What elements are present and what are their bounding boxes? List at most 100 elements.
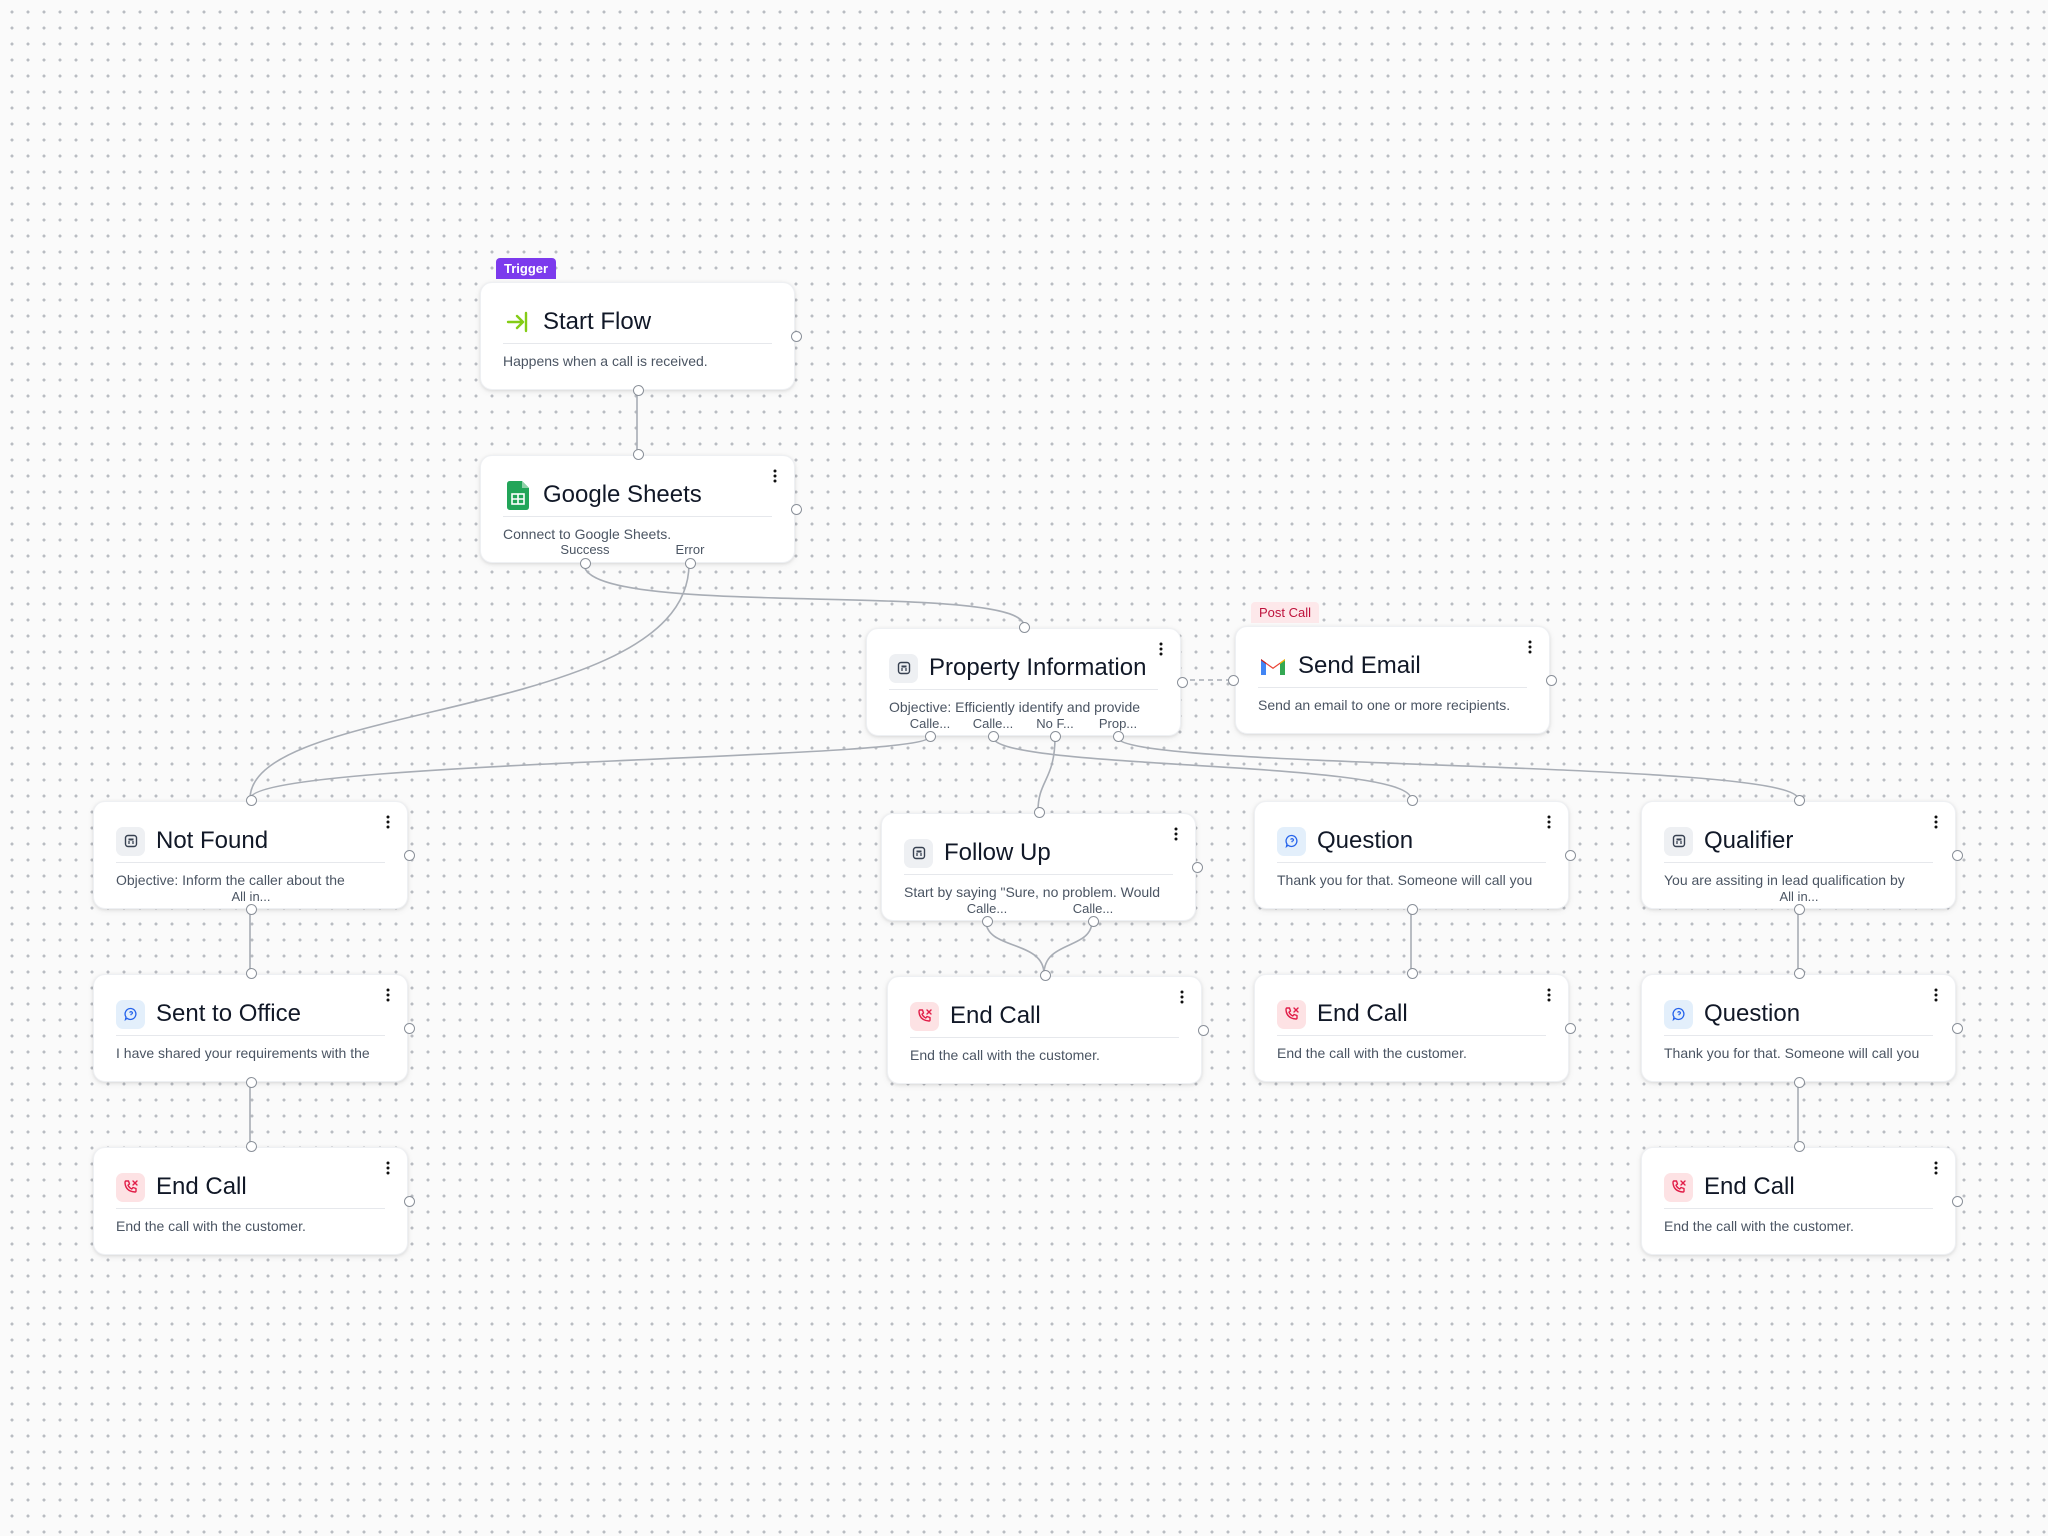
node-description: Connect to Google Sheets. — [503, 526, 672, 542]
output-handle[interactable] — [246, 1077, 257, 1088]
more-options-icon[interactable] — [1175, 987, 1189, 1007]
gmail-icon — [1258, 652, 1287, 681]
output-handle[interactable] — [1794, 1077, 1805, 1088]
node-end-call[interactable]: End Call End the call with the customer. — [887, 970, 1209, 1084]
more-options-icon[interactable] — [381, 812, 395, 832]
input-handle[interactable] — [1019, 622, 1030, 633]
node-google-sheets[interactable]: Google Sheets Connect to Google Sheets. … — [480, 449, 802, 569]
node-title: Follow Up — [944, 839, 1051, 866]
node-description: Happens when a call is received. — [503, 353, 708, 369]
more-options-icon[interactable] — [768, 466, 782, 486]
right-handle[interactable] — [1198, 1025, 1209, 1036]
input-handle[interactable] — [1040, 970, 1051, 981]
input-handle[interactable] — [1794, 795, 1805, 806]
output-handle-error[interactable] — [685, 558, 696, 569]
output-handle[interactable] — [246, 904, 257, 915]
node-title: Send Email — [1298, 652, 1421, 679]
objective-icon — [904, 838, 933, 868]
node-sent-to-office[interactable]: Sent to Office I have shared your requir… — [93, 968, 415, 1088]
objective-icon — [1664, 826, 1693, 856]
output-handle-success[interactable] — [580, 558, 591, 569]
node-end-call[interactable]: End Call End the call with the customer. — [93, 1141, 415, 1255]
right-handle[interactable] — [1565, 850, 1576, 861]
output-label: Calle... — [1072, 901, 1114, 916]
node-follow-up[interactable]: Follow Up Start by saying "Sure, no prob… — [881, 807, 1203, 927]
chat-icon — [1277, 826, 1306, 856]
output-handle[interactable] — [988, 731, 999, 742]
enter-icon — [503, 308, 532, 337]
node-description: Thank you for that. Someone will call yo… — [1664, 1045, 1920, 1061]
node-start-flow[interactable]: Start Flow Happens when a call is receiv… — [480, 282, 802, 396]
more-options-icon[interactable] — [381, 1158, 395, 1178]
node-description: End the call with the customer. — [116, 1218, 306, 1234]
right-handle[interactable] — [1565, 1023, 1576, 1034]
node-not-found[interactable]: Not Found Objective: Inform the caller a… — [93, 795, 415, 915]
output-label: Calle... — [909, 716, 951, 731]
node-property-information[interactable]: Property Information Objective: Efficien… — [866, 622, 1188, 742]
chat-icon — [1664, 999, 1693, 1029]
output-handle[interactable] — [1050, 731, 1061, 742]
output-label: All in... — [231, 889, 271, 904]
input-handle[interactable] — [1034, 807, 1045, 818]
more-options-icon[interactable] — [1929, 812, 1943, 832]
node-description: Objective: Efficiently identify and prov… — [889, 699, 1141, 715]
output-handle[interactable] — [1407, 904, 1418, 915]
more-options-icon[interactable] — [1542, 812, 1556, 832]
edge-prop3-to-followup — [1037, 736, 1056, 812]
more-options-icon[interactable] — [1523, 637, 1537, 657]
node-qualifier[interactable]: Qualifier You are assiting in lead quali… — [1641, 795, 1963, 915]
right-handle[interactable] — [404, 850, 415, 861]
input-handle[interactable] — [246, 1141, 257, 1152]
right-handle[interactable] — [404, 1023, 415, 1034]
output-handle[interactable] — [633, 385, 644, 396]
node-question[interactable]: Question Thank you for that. Someone wil… — [1641, 968, 1963, 1088]
output-label: Calle... — [966, 901, 1008, 916]
output-handle[interactable] — [1794, 904, 1805, 915]
right-handle[interactable] — [1952, 1196, 1963, 1207]
node-title: Google Sheets — [543, 481, 702, 508]
output-handle[interactable] — [1113, 731, 1124, 742]
input-handle[interactable] — [1407, 795, 1418, 806]
input-handle[interactable] — [633, 449, 644, 460]
node-send-email[interactable]: Send Email Send an email to one or more … — [1228, 626, 1557, 734]
more-options-icon[interactable] — [1169, 824, 1183, 844]
output-label: Prop... — [1098, 716, 1138, 731]
google-sheets-icon — [503, 480, 532, 510]
right-handle[interactable] — [1192, 862, 1203, 873]
right-handle[interactable] — [1546, 675, 1557, 686]
right-handle[interactable] — [791, 504, 802, 515]
output-handle[interactable] — [982, 916, 993, 927]
objective-icon — [889, 653, 918, 683]
node-end-call[interactable]: End Call End the call with the customer. — [1254, 968, 1576, 1082]
output-label: No F... — [1036, 716, 1074, 731]
input-handle[interactable] — [1794, 1141, 1805, 1152]
more-options-icon[interactable] — [1929, 985, 1943, 1005]
output-handle[interactable] — [1088, 916, 1099, 927]
node-end-call[interactable]: End Call End the call with the customer. — [1641, 1141, 1963, 1255]
right-handle[interactable] — [791, 331, 802, 342]
edge-followup1-to-endcall — [985, 920, 1045, 975]
input-handle[interactable] — [1228, 675, 1239, 686]
input-handle[interactable] — [246, 968, 257, 979]
right-handle[interactable] — [404, 1196, 415, 1207]
more-options-icon[interactable] — [381, 985, 395, 1005]
edge-prop1-to-notfound — [249, 736, 930, 800]
node-description: Start by saying "Sure, no problem. Would — [904, 884, 1161, 900]
node-description: End the call with the customer. — [910, 1047, 1100, 1063]
more-options-icon[interactable] — [1542, 985, 1556, 1005]
node-question[interactable]: Question Thank you for that. Someone wil… — [1254, 795, 1576, 915]
output-handle[interactable] — [925, 731, 936, 742]
right-handle[interactable] — [1177, 677, 1188, 688]
more-options-icon[interactable] — [1154, 639, 1168, 659]
input-handle[interactable] — [246, 795, 257, 806]
more-options-icon[interactable] — [1929, 1158, 1943, 1178]
output-label-success: Success — [560, 542, 610, 557]
input-handle[interactable] — [1794, 968, 1805, 979]
right-handle[interactable] — [1952, 850, 1963, 861]
right-handle[interactable] — [1952, 1023, 1963, 1034]
node-title: End Call — [1317, 1000, 1408, 1027]
node-title: End Call — [950, 1002, 1041, 1029]
input-handle[interactable] — [1407, 968, 1418, 979]
